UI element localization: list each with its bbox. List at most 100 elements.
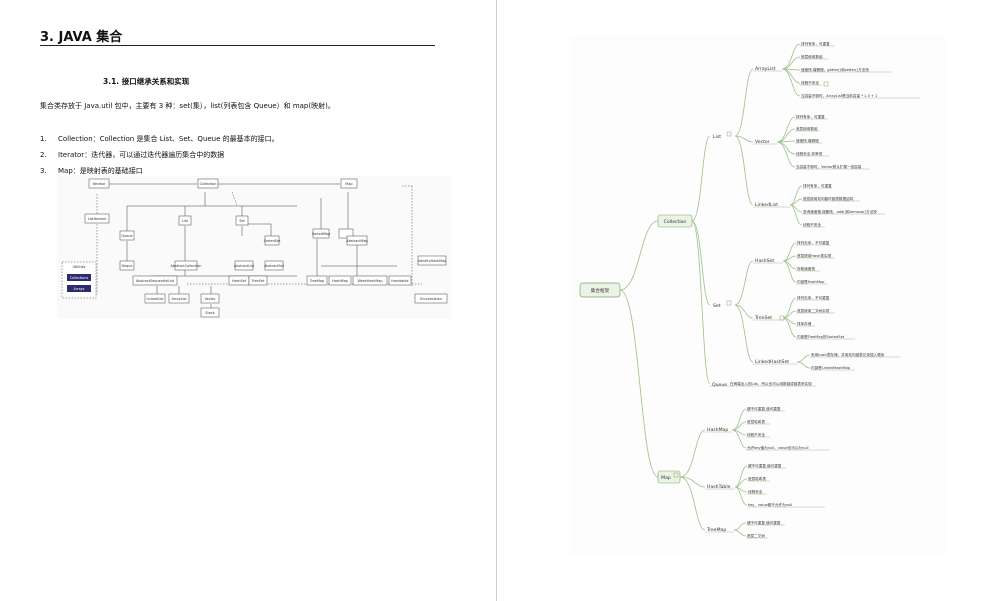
mindmap-node-collection: Collection xyxy=(664,219,687,225)
treeset-leaves: 排列无序，不可重复 底层使用二叉树实现 排序存储 内部是TreeMap的Sort… xyxy=(797,295,845,339)
mindmap-leaf: 允许key值为null，value也可以为null xyxy=(747,445,809,450)
uml-node: Collection xyxy=(200,182,217,186)
mindmap-leaf: 速度快,增删慢 xyxy=(796,138,819,143)
mindmap-leaf: 当容量不够时，ArrayList是当前容量 * 1.5 + 1 xyxy=(801,93,877,98)
mindmap-leaf: 当容量不够时，Vector默认扩展一倍容量 xyxy=(796,164,862,169)
uml-node: AbstractList xyxy=(234,264,255,268)
mindmap-leaf: 排列有序，可重复 xyxy=(796,114,825,119)
uml-node: ArrayList xyxy=(171,297,187,301)
uml-node: Stack xyxy=(205,311,214,315)
treemap-leaves: 键不可重复,值可重复 底层二叉树 xyxy=(747,520,781,538)
uml-node: SortedSet xyxy=(264,239,281,243)
mindmap-node-treeset: TreeSet xyxy=(754,315,772,321)
uml-node: Enumeration xyxy=(420,297,442,301)
uml-node: SortedMap xyxy=(312,232,330,236)
mindmap-leaf: 内部是TreeMap的SortedSet xyxy=(797,334,845,339)
mindmap-leaf: 底层哈希表 xyxy=(747,419,765,424)
mindmap-leaf: 底层使用双向循环链表数据结构 xyxy=(803,196,854,201)
mindmap-leaf: key、value都不允许为null xyxy=(748,502,792,507)
hashset-leaves: 排列无序，不可重复 底层使用Hash表实现 存取速度快 内部是HashMap xyxy=(797,240,832,284)
title-underline xyxy=(40,45,435,46)
linkedlist-leaves: 排列有序，可重复 底层使用双向循环链表数据结构 查询速度慢,增删快，add()和… xyxy=(803,183,877,227)
collection-hierarchy-diagram: Iterator Collection Map ListIterator Lis… xyxy=(57,176,452,319)
mindmap-node-vector: Vector xyxy=(755,139,770,145)
uml-node: Collections xyxy=(70,276,89,280)
mindmap-leaf: 线程不安全 xyxy=(803,222,821,227)
mindmap-leaf: 底层使用二叉树实现 xyxy=(797,308,830,313)
uml-node: AbstractSet xyxy=(264,264,284,268)
mindmap-leaf: 查询速度慢,增删快，add()和remove()方法快 xyxy=(803,209,877,214)
left-document-page: 3. JAVA 集合 3.1. 接口继承关系和实现 集合类存放于 Java.ut… xyxy=(40,30,452,319)
uml-node: TreeMap xyxy=(309,279,324,283)
mindmap-leaf: 线程安全 xyxy=(748,489,763,494)
mindmap-node-set: Set xyxy=(713,303,721,309)
mindmap-node-treemap: TreeMap xyxy=(706,527,726,533)
linkedhashset-leaves: 采用hash表存储，并用双向链表记录插入顺序 内部是LinkedHashMap xyxy=(811,352,885,370)
mindmap-node-hashset: HashSet xyxy=(755,258,774,264)
mindmap-root: 集合框架 xyxy=(591,287,610,294)
uml-node: AbstractSequentialList xyxy=(136,279,175,283)
mindmap-node-linkedlist: LinkedList xyxy=(755,202,778,208)
mindmap-leaf: 内部是HashMap xyxy=(797,279,825,284)
uml-node: HashSet xyxy=(232,279,247,283)
mindmap-node-queue: Queue xyxy=(712,382,727,388)
uml-node: Map xyxy=(345,182,352,186)
mindmap-leaf: 底层使用数组 xyxy=(801,54,823,59)
mindmap-leaf: 采用hash表存储，并用双向链表记录插入顺序 xyxy=(811,352,885,357)
intro-paragraph: 集合类存放于 Java.util 包中，主要有 3 种：set(集），list(… xyxy=(40,102,335,110)
uml-node: AbstractMap xyxy=(346,239,367,243)
mindmap-leaf: 存取速度快 xyxy=(797,266,815,271)
list-item: 2.Iterator：迭代器，可以通过迭代器遍历集合中的数据 xyxy=(40,151,225,159)
page-divider xyxy=(496,0,497,601)
mindmap-leaf: 底层哈希表 xyxy=(748,476,766,481)
mindmap-leaf: 底层使用数组 xyxy=(796,126,818,131)
uml-node: HashMap xyxy=(332,279,348,283)
mindmap-leaf: 排列无序，不可重复 xyxy=(797,240,830,245)
mindmap-node-hashtable: HashTable xyxy=(707,484,731,490)
mindmap-leaf: 线程不安全 xyxy=(801,80,819,85)
hashtable-leaves: 键不可重复,值可重复 底层哈希表 线程安全 key、value都不允许为null xyxy=(748,463,792,507)
mindmap-node-map: Map xyxy=(661,475,671,481)
mindmap-leaf: 键不可重复,值可重复 xyxy=(747,406,781,411)
mindmap-leaf: 排列无序，不可重复 xyxy=(797,295,830,300)
mindmap-leaf: 底层二叉树 xyxy=(747,533,765,538)
hashmap-leaves: 键不可重复,值可重复 底层哈希表 线程不安全 允许key值为null，value… xyxy=(747,406,809,450)
mindmap-node-list: List xyxy=(713,134,721,140)
uml-node: Set xyxy=(239,219,245,223)
uml-node: TreeSet xyxy=(251,279,265,283)
mindmap-leaf: 线程不安全 xyxy=(747,432,765,437)
collection-mindmap: 集合框架 Collection Map List Set Queue 在两端出入… xyxy=(570,35,946,555)
mindmap-leaf: 排列有序，可重复 xyxy=(801,41,830,46)
mindmap-leaf: 在两端出入的List，所以也可以用数组或链表来实现 xyxy=(730,381,812,386)
uml-node: IdentityHashMap xyxy=(418,259,447,263)
uml-node: Deque xyxy=(121,264,132,268)
uml-node: ListIterator xyxy=(88,217,107,221)
list-item: 1.Collection：Collection 是集合 List、Set、Que… xyxy=(40,135,279,143)
list-item: 3.Map：是映射表的基础接口 xyxy=(40,167,143,175)
uml-node: Iterator xyxy=(93,182,106,186)
uml-node: Arrays xyxy=(74,287,85,291)
vector-leaves: 排列有序，可重复 底层使用数组 速度快,增删慢 线程安全,效率低 当容量不够时，… xyxy=(796,114,862,169)
uml-node: Vector xyxy=(205,297,216,301)
uml-node: Queue xyxy=(121,234,132,238)
mindmap-leaf: 排列有序，可重复 xyxy=(803,183,832,188)
uml-node: List xyxy=(182,219,189,223)
mindmap-node-linkedhashset: LinkedHashSet xyxy=(755,359,789,365)
mindmap-leaf: 线程安全,效率低 xyxy=(796,151,823,156)
uml-node: Utilities xyxy=(73,265,86,269)
mindmap-leaf: 内部是LinkedHashMap xyxy=(811,365,851,370)
mindmap-leaf: 键不可重复,值可重复 xyxy=(747,520,781,525)
uml-node: WeakHashMap xyxy=(358,279,383,283)
uml-node: LinkedList xyxy=(147,297,165,301)
mindmap-leaf: 速度快,增删慢，getter()和setter()方法快 xyxy=(801,67,869,72)
subsection-title: 3.1. 接口继承关系和实现 xyxy=(103,77,190,86)
section-title: 3. JAVA 集合 xyxy=(40,30,123,45)
mindmap-leaf: 排序存储 xyxy=(797,321,812,326)
mindmap-node-arraylist: ArrayList xyxy=(755,66,776,72)
mindmap-leaf: 底层使用Hash表实现 xyxy=(797,253,832,258)
uml-node: Hashtable xyxy=(391,279,408,283)
uml-node: AbstractCollection xyxy=(170,264,201,268)
mindmap-node-hashmap: HashMap xyxy=(707,427,728,433)
arraylist-leaves: 排列有序，可重复 底层使用数组 速度快,增删慢，getter()和setter(… xyxy=(801,41,877,98)
mindmap-leaf: 键不可重复,值可重复 xyxy=(748,463,782,468)
